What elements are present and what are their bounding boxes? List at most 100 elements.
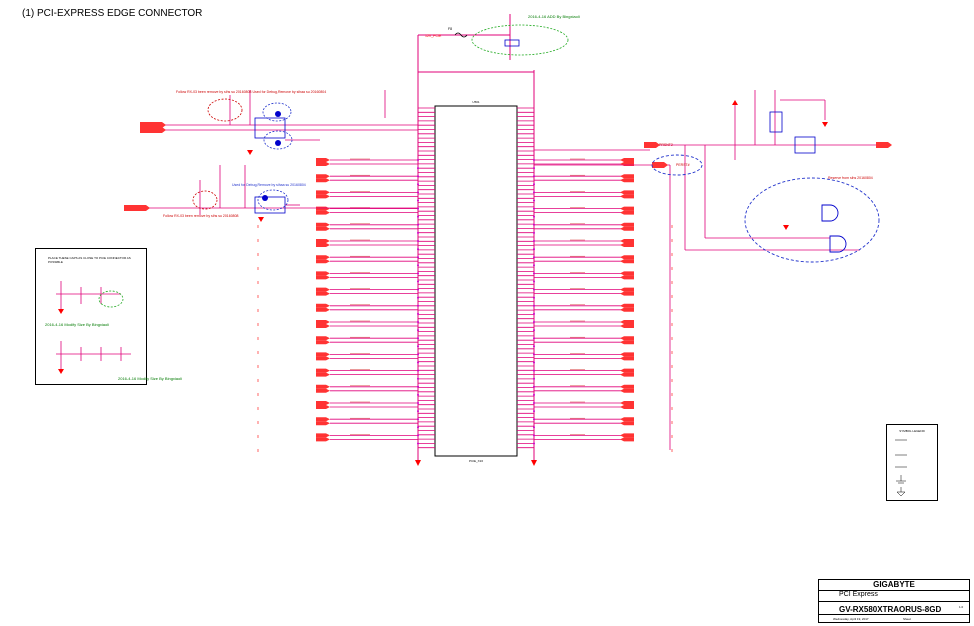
green-note-1: 2016-4-16 Modify Size By Bingxiaoli (45, 322, 110, 327)
left-net-flags (316, 158, 418, 442)
left-net-flag (316, 388, 330, 393)
left-net-flag (316, 271, 330, 276)
junction-dot (417, 191, 419, 194)
document-number: GV-RX580XTRAORUS-8GD (839, 605, 942, 614)
junction-dot (417, 377, 419, 380)
junction-dot (417, 280, 419, 283)
right-net-flag (620, 356, 634, 361)
right-net-flag (620, 271, 634, 276)
junction-dot (417, 256, 419, 259)
right-net-flag (620, 291, 634, 296)
junction-dot (533, 175, 535, 178)
junction-dot (533, 312, 535, 315)
left-net-flag (316, 307, 330, 312)
junction-dot (533, 207, 535, 210)
doc-row (819, 601, 969, 615)
left-net-flag (316, 210, 330, 215)
right-net-flag (620, 303, 634, 308)
junction-dot (417, 329, 419, 332)
junction-dot (533, 264, 535, 267)
place-caps-note: PLACE THESE CAPS AS CLOSE TO PCIE CONNEC… (48, 256, 131, 264)
junction-dot (533, 240, 535, 242)
company-name: GIGABYTE (819, 580, 969, 591)
junction-dot (533, 321, 535, 323)
junction-dot (533, 223, 535, 226)
connector-bottom-label: PCIE_X16 (469, 459, 483, 463)
pcie-connector-body (434, 105, 518, 457)
left-net-flag (316, 158, 330, 162)
junction-dot (417, 353, 419, 356)
right-net-flag (620, 255, 634, 260)
right-net-flag (620, 287, 634, 292)
right-net-flag (620, 368, 634, 373)
junction-dot (533, 329, 535, 332)
junction-dot (533, 256, 535, 259)
junction-dot (417, 272, 419, 275)
junction-dot (533, 280, 535, 283)
junction-dot (533, 304, 535, 307)
junction-dot (417, 345, 419, 348)
left-net-flag (316, 437, 330, 442)
right-net-flag (620, 388, 634, 393)
fuse-symbol (454, 32, 468, 38)
decoupling-note-box: PLACE THESE CAPS AS CLOSE TO PCIE CONNEC… (35, 248, 147, 385)
blue-mid-annotation: Used for Debug,Remove by sihaa su 201608… (232, 183, 306, 187)
top-cap (504, 39, 520, 47)
right-pin-stubs (517, 107, 534, 449)
left-net-flag (316, 372, 330, 377)
left-net-flag (316, 336, 330, 341)
right-net-flag (620, 239, 634, 243)
red-top-annotation: Follow RX-03 been remove by sihs su 2016… (176, 90, 326, 94)
junction-dot (417, 248, 419, 251)
junction-dot (417, 321, 419, 323)
left-net-flag (316, 206, 330, 211)
right-net-flag (620, 190, 634, 195)
junction-dot (533, 199, 535, 202)
junction-dot (533, 272, 535, 275)
left-net-flag (316, 401, 330, 405)
left-net-flag (316, 239, 330, 243)
left-net-flag (316, 324, 330, 328)
prsnt2-label: PRSNT2 (659, 143, 673, 147)
left-net-flag (316, 405, 330, 409)
junction-dot (417, 288, 419, 291)
left-net-flag (316, 162, 330, 166)
right-net-flag (620, 336, 634, 341)
junction-dot (533, 418, 535, 421)
right-circuit (534, 90, 892, 450)
junction-dot (417, 410, 419, 413)
right-net-flags (534, 158, 634, 442)
green-top-annotation: 2016-4-16 ADD By Bingxiaoli (528, 14, 580, 19)
decoupling-caps (56, 281, 131, 374)
right-net-flag (620, 324, 634, 328)
junction-dot (417, 312, 419, 315)
junction-dot (533, 377, 535, 380)
green-note-2: 2016-4-16 Modify Size By Bingxiaoli (118, 376, 183, 381)
right-net-flag (620, 437, 634, 442)
left-net-flag (316, 178, 330, 183)
junction-dot (417, 385, 419, 388)
left-net-flag (316, 259, 330, 264)
junction-dot (417, 240, 419, 242)
legend-symbols (895, 439, 907, 497)
junction-dot (533, 159, 535, 161)
left-debug-circuit (124, 90, 418, 222)
right-net-flag (620, 210, 634, 215)
junction-dot (533, 231, 535, 234)
junction-dot (417, 159, 419, 161)
junction-dot (533, 393, 535, 396)
title-block-title: PCI Express (839, 591, 878, 598)
date: Wednesday, April 19, 2017 (833, 617, 869, 621)
junction-dot (533, 183, 535, 186)
junction-dot (533, 353, 535, 356)
right-net-flag (620, 401, 634, 405)
junction-dot (533, 426, 535, 429)
junction-dot (533, 402, 535, 404)
junction-dot (533, 410, 535, 413)
junction-dot (417, 296, 419, 299)
junction-dot (533, 345, 535, 348)
right-net-flag (620, 206, 634, 211)
right-net-flag (620, 178, 634, 183)
ground-arrows-bottom (415, 460, 537, 466)
junction-dot (533, 434, 535, 437)
